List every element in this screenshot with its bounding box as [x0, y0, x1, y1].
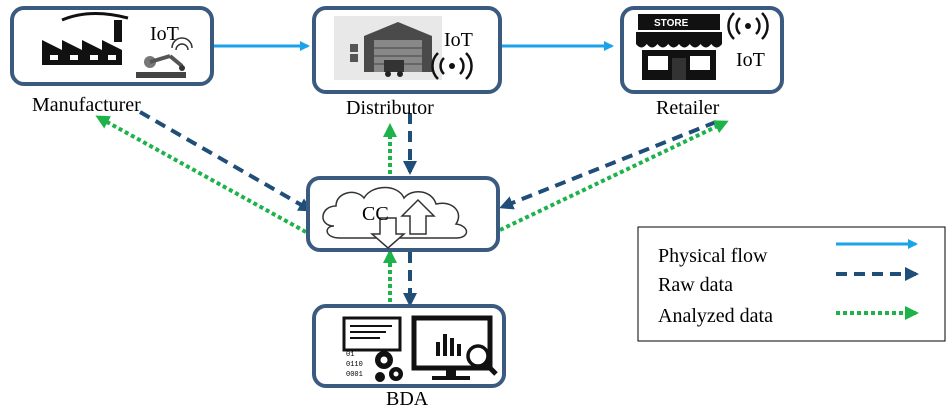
manufacturer-node: IoT Manufacturer: [10, 6, 214, 116]
bda-node: 01 0110 0001 BDA: [312, 304, 506, 410]
distributor-label: Distributor: [346, 97, 434, 119]
legend-label-analyzed-data: Analyzed data: [658, 305, 773, 327]
upload-download-arrows-icon: [370, 198, 436, 249]
store-icon: STORE: [636, 14, 722, 80]
raw-data-arrow-manufacturer-cc: [139, 110, 313, 212]
robot-arm-icon: [136, 37, 193, 78]
factory-icon: [42, 11, 129, 65]
wireless-signal-icon: [431, 52, 473, 80]
warehouse-icon: [334, 16, 442, 80]
binary-line-2: 0110: [346, 361, 363, 369]
binary-line-3: 0001: [346, 371, 363, 379]
bda-label: BDA: [386, 388, 429, 410]
distributor-node: IoT Distributor: [312, 6, 502, 119]
manufacturer-iot-label: IoT: [150, 23, 179, 45]
legend-label-raw-data: Raw data: [658, 274, 733, 296]
distributor-iot-label: IoT: [444, 29, 473, 51]
analyzed-data-arrow-cc-manufacturer: [95, 115, 307, 234]
magnifier-icon: [466, 344, 498, 376]
raw-data-arrow-retailer-cc: [499, 120, 717, 210]
cloud-computing-node: CC: [306, 176, 500, 252]
analyzed-data-arrow-cc-retailer: [499, 120, 729, 232]
wireless-signal-icon: [727, 12, 769, 40]
data-processing-icon: 01 0110 0001: [342, 316, 402, 379]
cloud-icon: [322, 186, 468, 239]
retailer-node: STORE IoT Retailer: [620, 6, 784, 119]
retailer-iot-label: IoT: [736, 49, 765, 71]
analytics-monitor-icon: [411, 315, 493, 380]
store-sign-label: STORE: [654, 18, 689, 29]
binary-line-1: 01: [346, 351, 354, 359]
legend-label-physical-flow: Physical flow: [658, 245, 768, 267]
manufacturer-label: Manufacturer: [32, 94, 141, 116]
gear-icon: [375, 351, 403, 382]
legend: Physical flow Raw data Analyzed data: [637, 226, 946, 342]
retailer-label: Retailer: [656, 97, 720, 119]
cloud-label: CC: [362, 203, 389, 225]
